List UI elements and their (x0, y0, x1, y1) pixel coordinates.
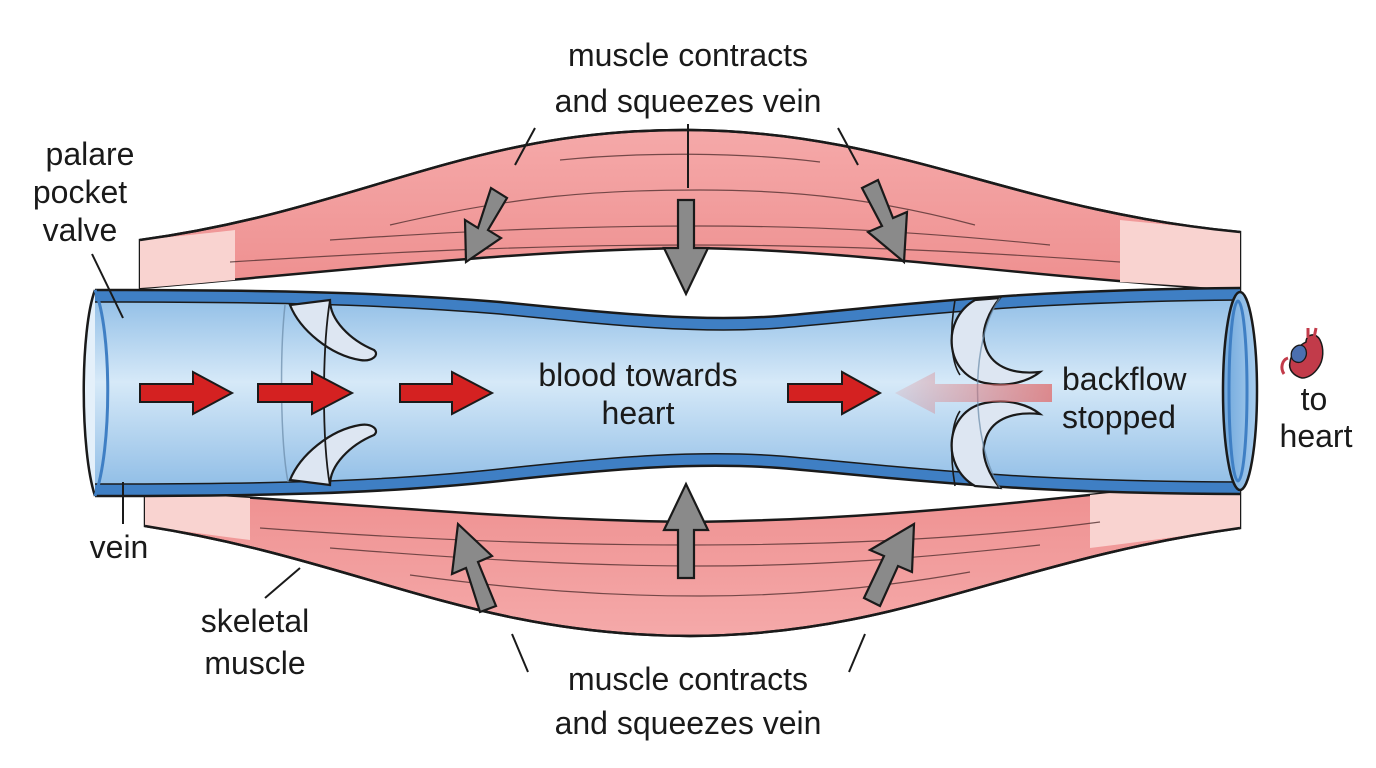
squeeze-arrow-top-left (463, 186, 509, 265)
squeeze-arrow-bottom-left (450, 521, 498, 614)
flow-arrow-2 (257, 370, 355, 416)
bottom-caption-line1: muscle contracts (567, 661, 809, 697)
vein-end-cap (1221, 290, 1259, 492)
backflow-label-line1: backflow (1062, 361, 1187, 397)
backflow-label-line2: stopped (1062, 399, 1176, 435)
flow-arrows (139, 370, 883, 416)
heart-icon (1280, 327, 1324, 379)
flow-arrow-4 (787, 370, 883, 416)
squeeze-arrows-top (463, 178, 909, 297)
squeeze-arrow-bottom-right (862, 522, 916, 608)
flow-arrow-1 (139, 370, 235, 416)
valve-label-line1: palare (45, 136, 135, 172)
top-caption-line2: and squeezes vein (554, 83, 822, 119)
muscle-label-line1: skeletal (200, 603, 310, 639)
flow-label-line2: heart (601, 395, 675, 431)
vein-label: vein (89, 529, 149, 565)
muscle-label-line2: muscle (204, 645, 306, 681)
flow-label-line1: blood towards (538, 357, 738, 393)
flow-arrow-3 (399, 370, 495, 416)
leader-valve (91, 253, 124, 319)
leader-bottom-left (511, 633, 529, 673)
bottom-caption-line2: and squeezes vein (554, 705, 822, 741)
leader-top-left (514, 127, 536, 166)
top-caption-line1: muscle contracts (567, 37, 809, 73)
squeeze-arrow-top-center (662, 198, 710, 297)
leader-lines (91, 124, 866, 673)
leader-top-right (837, 127, 859, 166)
squeeze-arrow-bottom-center (662, 481, 710, 580)
leader-muscle (264, 567, 301, 599)
leader-bottom-right (848, 633, 866, 673)
squeeze-arrow-top-right (860, 178, 909, 265)
valve-label-line3: valve (42, 212, 118, 248)
heart-label-line1: to (1300, 381, 1328, 417)
valve-label-line2: pocket (32, 174, 128, 210)
squeeze-arrows-bottom (450, 481, 916, 614)
heart-label-line2: heart (1279, 418, 1353, 454)
backflow-arrow (895, 372, 1052, 414)
